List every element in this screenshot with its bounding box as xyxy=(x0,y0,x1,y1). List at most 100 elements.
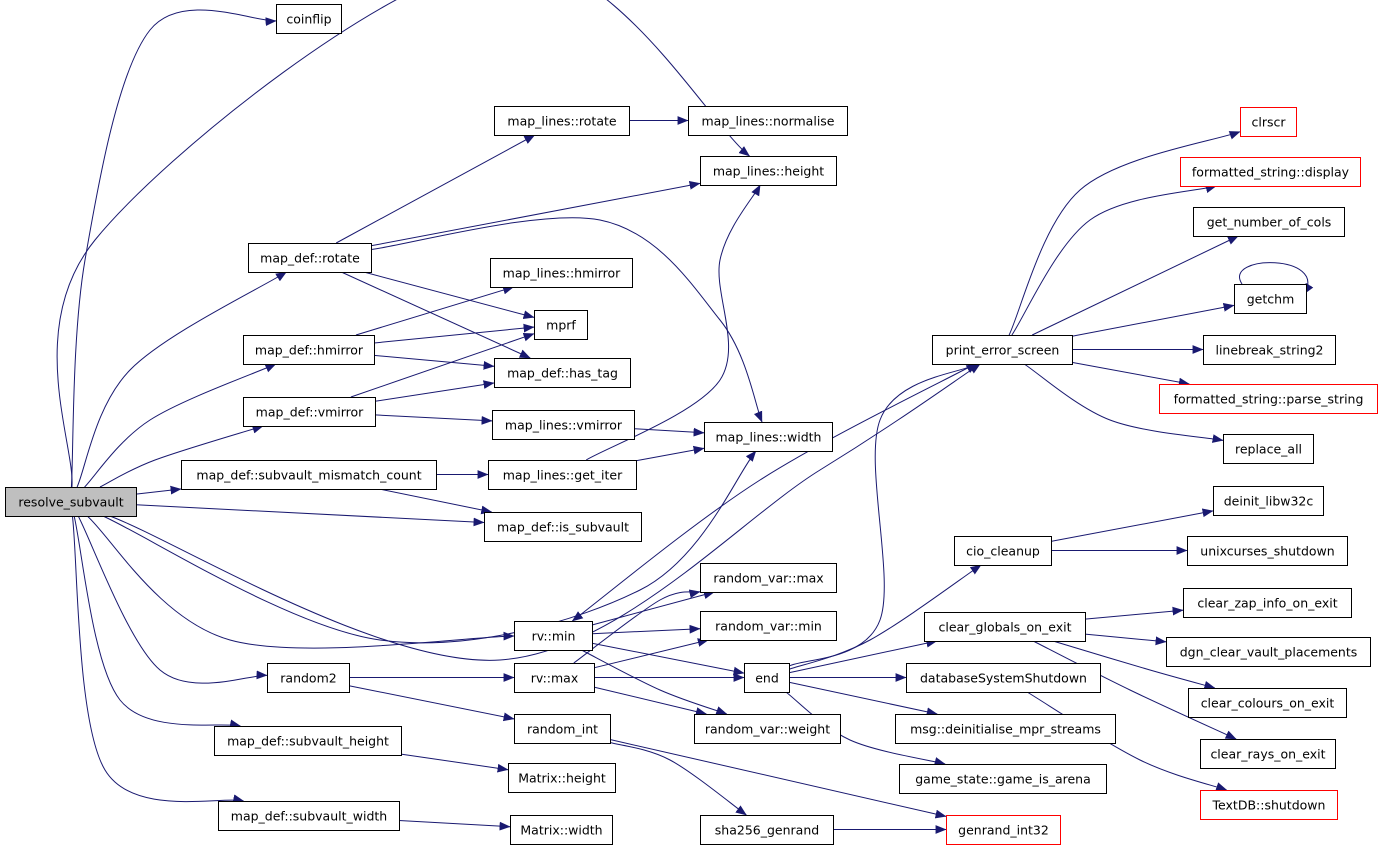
edge-map_def_vmirror-to-map_def_has_tag xyxy=(374,380,495,402)
node-layer: resolve_subvault coinflipmap_lines::rotat… xyxy=(5,4,1378,845)
edge-resolve_subvault-to-map_def_rotate xyxy=(76,271,287,488)
node-label: map_lines::hmirror xyxy=(503,266,622,281)
edge-end-to-clear_globals_on_exit xyxy=(788,638,938,674)
node-map_def_subvault_width[interactable]: map_def::subvault_width xyxy=(218,801,400,831)
node-label: map_def::subvault_height xyxy=(227,734,389,749)
node-label: map_def::rotate xyxy=(260,251,360,266)
node-box xyxy=(494,106,630,136)
node-map_lines_height[interactable]: map_lines::height xyxy=(700,156,837,186)
edge-resolve_subvault-to-map_def_hmirror xyxy=(84,363,277,488)
edge-rv_max-to-random_var_weight xyxy=(593,686,707,716)
node-label: map_lines::height xyxy=(713,164,824,179)
node-label: random_var::min xyxy=(715,619,822,634)
node-clear_globals_on_exit[interactable]: clear_globals_on_exit xyxy=(924,612,1086,642)
node-random_var_weight[interactable]: random_var::weight xyxy=(694,714,841,744)
node-label: msg::deinitialise_mpr_streams xyxy=(910,722,1101,737)
node-box xyxy=(276,4,342,34)
node-genrand_int32[interactable]: genrand_int32 xyxy=(946,815,1061,845)
node-map_def_vmirror[interactable]: map_def::vmirror xyxy=(243,397,376,427)
node-textdb_shutdown[interactable]: TextDB::shutdown xyxy=(1200,790,1338,820)
node-rv_min[interactable]: rv::min xyxy=(514,621,593,651)
edge-map_lines_vmirror-to-map_lines_width xyxy=(633,427,705,437)
node-label: formatted_string::parse_string xyxy=(1174,392,1364,407)
node-box xyxy=(1180,157,1361,187)
edge-random_int-to-sha256_genrand xyxy=(609,742,747,816)
node-map_def_subvault_mismatch_count[interactable]: map_def::subvault_mismatch_count xyxy=(181,460,437,490)
node-coinflip[interactable]: coinflip xyxy=(276,4,342,34)
node-map_lines_vmirror[interactable]: map_lines::vmirror xyxy=(492,410,635,440)
node-get_number_of_cols[interactable]: get_number_of_cols xyxy=(1193,207,1345,237)
node-box xyxy=(1187,536,1348,566)
node-sha256_genrand[interactable]: sha256_genrand xyxy=(700,815,834,845)
node-print_error_screen[interactable]: print_error_screen xyxy=(932,335,1073,365)
node-mprf[interactable]: mprf xyxy=(534,310,588,340)
edge-random2-to-random_int xyxy=(348,685,515,722)
node-rv_max[interactable]: rv::max xyxy=(514,663,595,693)
node-map_lines_rotate[interactable]: map_lines::rotate xyxy=(494,106,630,136)
node-box xyxy=(1159,384,1378,414)
node-matrix_width[interactable]: Matrix::width xyxy=(510,815,613,845)
edge-print_error_screen-to-replace_all xyxy=(1023,363,1224,443)
edge-map_def_vmirror-to-map_lines_vmirror xyxy=(374,414,493,425)
node-box xyxy=(954,536,1052,566)
node-matrix_height[interactable]: Matrix::height xyxy=(508,763,616,793)
node-replace_all[interactable]: replace_all xyxy=(1223,434,1314,464)
node-map_lines_hmirror[interactable]: map_lines::hmirror xyxy=(490,258,633,288)
node-label: clear_globals_on_exit xyxy=(938,620,1071,635)
node-resolve_subvault[interactable]: resolve_subvault xyxy=(5,487,137,517)
edge-resolve_subvault-to-rv_min xyxy=(86,515,515,649)
node-label: game_state::game_is_arena xyxy=(915,772,1091,787)
node-box xyxy=(700,156,837,186)
node-label: random_var::max xyxy=(713,571,823,586)
node-map_lines_width[interactable]: map_lines::width xyxy=(704,422,833,452)
node-box xyxy=(514,621,593,651)
node-clear_zap_info_on_exit[interactable]: clear_zap_info_on_exit xyxy=(1183,588,1352,618)
node-label: rv::max xyxy=(531,671,579,686)
node-map_def_hmirror[interactable]: map_def::hmirror xyxy=(243,335,375,365)
node-end[interactable]: end xyxy=(744,663,790,693)
node-random_int[interactable]: random_int xyxy=(514,714,611,744)
node-getchm[interactable]: getchm xyxy=(1234,284,1307,314)
node-linebreak_string2[interactable]: linebreak_string2 xyxy=(1203,335,1336,365)
node-map_lines_get_iter[interactable]: map_lines::get_iter xyxy=(488,460,637,490)
node-map_def_is_subvault[interactable]: map_def::is_subvault xyxy=(484,512,642,542)
node-box xyxy=(1166,637,1371,667)
node-box xyxy=(895,714,1116,744)
edge-print_error_screen-to-formatted_string_parse_string xyxy=(1071,361,1190,387)
node-map_def_rotate[interactable]: map_def::rotate xyxy=(248,243,372,273)
edge-layer xyxy=(56,0,1314,834)
node-map_def_has_tag[interactable]: map_def::has_tag xyxy=(494,358,631,388)
edge-end-to-cio_cleanup xyxy=(788,564,982,670)
edge-map_def_subvault_height-to-matrix_height xyxy=(400,753,509,773)
node-clrscr[interactable]: clrscr xyxy=(1240,107,1297,137)
node-random_var_max[interactable]: random_var::max xyxy=(700,563,837,593)
node-box xyxy=(181,460,437,490)
node-label: clrscr xyxy=(1251,115,1286,130)
node-label: map_def::has_tag xyxy=(507,366,618,381)
node-dgn_clear_vault_placements[interactable]: dgn_clear_vault_placements xyxy=(1166,637,1371,667)
node-map_lines_normalise[interactable]: map_lines::normalise xyxy=(688,106,848,136)
node-box xyxy=(924,612,1086,642)
node-msg_deinitialise_mpr_streams[interactable]: msg::deinitialise_mpr_streams xyxy=(895,714,1116,744)
edge-map_def_rotate-to-map_def_has_tag xyxy=(341,271,531,359)
node-formatted_string_display[interactable]: formatted_string::display xyxy=(1180,157,1361,187)
node-formatted_string_parse_string[interactable]: formatted_string::parse_string xyxy=(1159,384,1378,414)
node-database_system_shutdown[interactable]: databaseSystemShutdown xyxy=(906,663,1101,693)
node-clear_colours_on_exit[interactable]: clear_colours_on_exit xyxy=(1188,688,1347,718)
node-label: rv::min xyxy=(532,629,576,644)
node-box xyxy=(704,422,833,452)
node-game_state_game_is_arena[interactable]: game_state::game_is_arena xyxy=(899,764,1107,794)
edge-clear_globals_on_exit-to-clear_zap_info_on_exit xyxy=(1084,606,1184,620)
node-box xyxy=(1223,434,1314,464)
node-cio_cleanup[interactable]: cio_cleanup xyxy=(954,536,1052,566)
node-random_var_min[interactable]: random_var::min xyxy=(700,611,837,641)
node-random2[interactable]: random2 xyxy=(267,663,350,693)
edge-rv_min-to-random_var_max xyxy=(591,590,715,626)
node-unixcurses_shutdown[interactable]: unixcurses_shutdown xyxy=(1187,536,1348,566)
node-map_def_subvault_height[interactable]: map_def::subvault_height xyxy=(214,726,402,756)
node-clear_rays_on_exit[interactable]: clear_rays_on_exit xyxy=(1200,739,1336,769)
node-label: random2 xyxy=(280,671,336,686)
node-box xyxy=(932,335,1073,365)
node-label: clear_colours_on_exit xyxy=(1201,696,1335,711)
node-deinit_libw32c[interactable]: deinit_libw32c xyxy=(1213,486,1324,516)
